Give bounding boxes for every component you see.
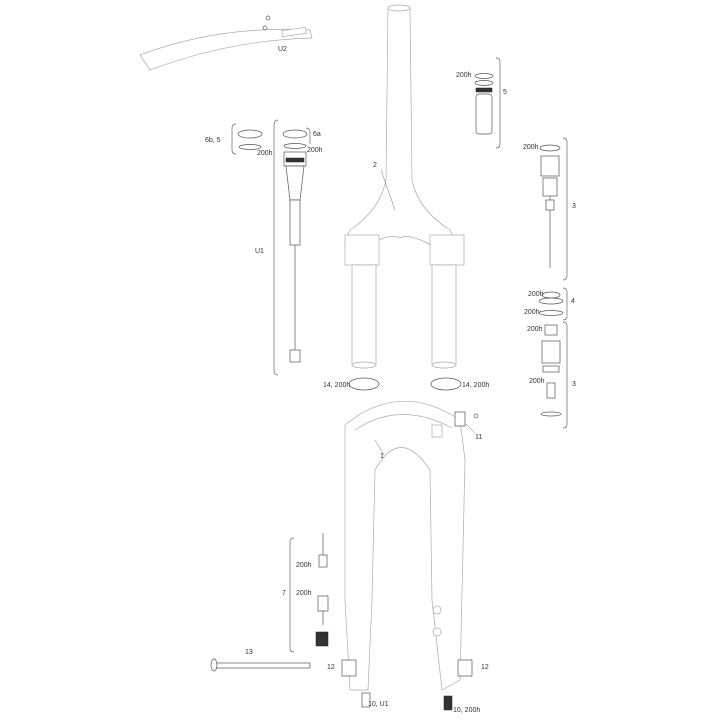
label-1: 1 [380,453,384,460]
axle-13 [210,658,311,672]
label-12-right: 12 [481,664,489,671]
label-7-200h-bottom: 200h [296,590,312,597]
fender-u2 [139,15,313,71]
label-3-lower-200h-top: 200h [527,326,543,333]
lower-legs-part-1 [344,400,466,691]
label-6b-5: 6b, 5 [205,137,221,144]
label-5-200h: 200h [456,72,472,79]
label-5: 5 [503,89,507,96]
part-5 [474,73,494,135]
part-7 [315,533,329,647]
label-14-right: 14, 200h [462,382,490,389]
leader-lines [374,169,476,456]
label-10-200h: 10, 200h [453,707,481,714]
label-3-lower: 3 [572,381,576,388]
label-3-upper: 3 [572,203,576,210]
label-11: 11 [475,434,483,441]
damper-u1 [237,129,308,363]
part-3-upper [539,144,561,268]
label-10-u1: 10, U1 [368,701,389,708]
label-4: 4 [571,298,575,305]
label-6a-200h: 200h [307,147,323,154]
label-7-200h-top: 200h [296,562,312,569]
label-13: 13 [245,649,253,656]
label-14-left: 14, 200h [323,382,351,389]
label-3-lower-200h-bottom: 200h [529,378,545,385]
label-7: 7 [282,590,286,597]
label-6b-200h: 200h [257,150,273,157]
label-u1: U1 [255,248,264,255]
label-2: 2 [373,162,377,169]
seal-left [348,377,380,391]
group-brackets [231,57,568,653]
part-11 [454,411,466,427]
part-12-left [341,659,357,677]
part-4-and-3-lower [538,291,564,417]
part-12-right [457,659,473,677]
label-4-200h-bottom: 200h [524,309,540,316]
part-10-left [361,692,371,708]
part-10-right [443,695,453,711]
label-4-200h-top: 200h [528,291,544,298]
seal-right [430,377,462,391]
crown-steerer-part-2 [344,4,465,369]
label-12-left: 12 [327,664,335,671]
label-6a: 6a [313,131,321,138]
label-u2: U2 [278,46,287,53]
label-3-upper-200h: 200h [523,144,539,151]
